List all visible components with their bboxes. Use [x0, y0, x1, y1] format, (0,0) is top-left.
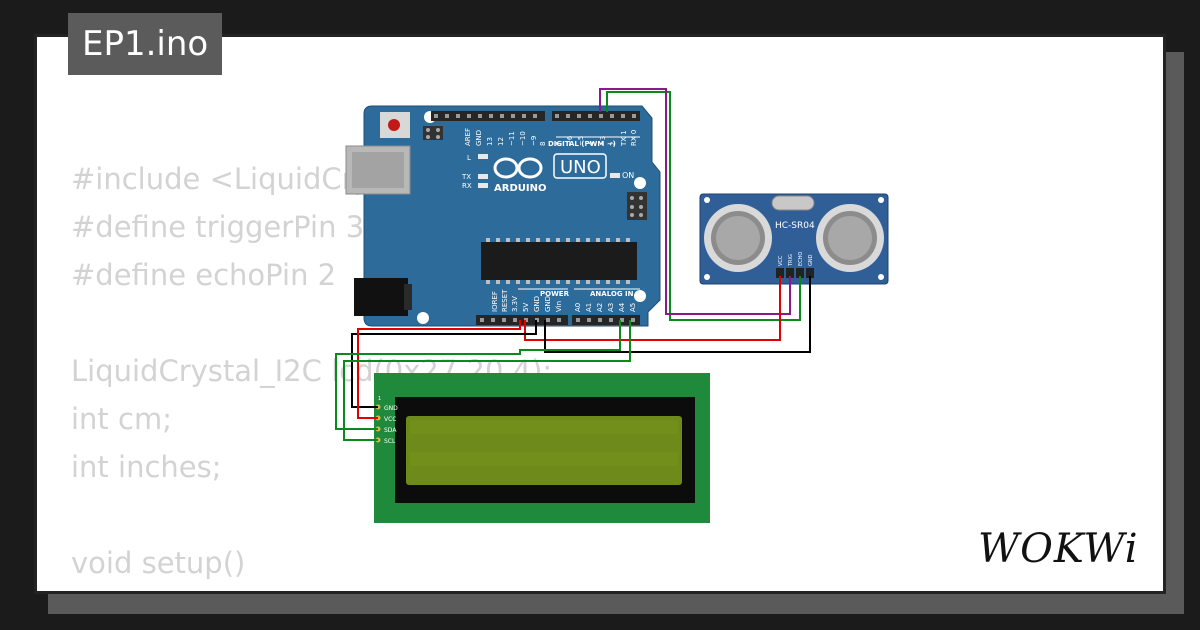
pin-label: ~6: [566, 135, 574, 146]
wire-trig[interactable]: [599, 88, 791, 315]
sensor-name: HC-SR04: [775, 221, 815, 231]
code-line: #define echoPin 2: [71, 258, 337, 292]
wokwi-logo: WOKWi: [978, 526, 1139, 572]
arduino-uno-board[interactable]: AREF GND 13 12 ~11 ~10 ~9 8 7 ~6 ~5 4 ~3…: [345, 105, 661, 327]
wire-lcd-sda[interactable]: [335, 320, 621, 430]
pin-label: ~3: [599, 136, 607, 146]
project-title: EP1.ino: [68, 13, 223, 75]
sensor-pin-label: VCC: [778, 255, 784, 266]
arduino-brand-label: ARDUINO: [494, 183, 546, 194]
pin-label: GND: [475, 130, 483, 146]
pin-label: TX 1: [620, 130, 628, 147]
pin-label: 2: [609, 142, 617, 146]
sensor-pin-label: GND: [808, 254, 814, 266]
pin-label: 4: [588, 141, 596, 146]
header-top-left: [431, 111, 545, 121]
microcontroller-chip: [481, 242, 637, 280]
wire-lcd-scl[interactable]: [343, 320, 631, 441]
pin-label: 3.3V: [511, 296, 519, 312]
pin-label: A3: [607, 303, 615, 312]
pin-label: IOREF: [491, 291, 499, 312]
wire-lcd-gnd[interactable]: [351, 320, 537, 408]
led-label: TX: [461, 173, 471, 181]
lcd-screen: [406, 416, 682, 485]
pin-label: A5: [629, 303, 637, 312]
wire-lcd-vcc[interactable]: [357, 320, 521, 419]
lcd-pin-label: SDA: [384, 427, 397, 434]
icsp-header: [423, 126, 647, 220]
status-leds: L TX RX ON: [461, 154, 634, 190]
code-line: int inches;: [71, 450, 222, 484]
lcd-pin-label: GND: [384, 405, 398, 412]
code-line: int cm;: [71, 402, 172, 436]
header-top-right: [552, 111, 640, 121]
pin-label: 5V: [522, 303, 530, 312]
led-label: RX: [462, 182, 472, 190]
power-jack: [354, 278, 408, 316]
pin-label: 13: [486, 137, 494, 146]
wire-sensor-gnd[interactable]: [544, 276, 811, 353]
power-label: POWER: [540, 290, 570, 298]
crystal: [771, 195, 815, 211]
pin-label: 7: [555, 142, 563, 146]
pin-label: ~5: [577, 136, 585, 146]
pin-label: A1: [585, 303, 593, 312]
pin-label: ~9: [530, 136, 538, 146]
pin-label: Vin: [555, 301, 563, 312]
pin-label: GND: [544, 296, 552, 312]
lcd-pin-label: VCC: [384, 416, 396, 423]
wire-echo[interactable]: [606, 91, 801, 321]
lcd-pin-index: 1: [378, 396, 381, 402]
pin-label: A0: [574, 303, 582, 312]
wire-sensor-vcc[interactable]: [524, 276, 781, 341]
analog-label: ANALOG IN: [590, 290, 634, 298]
arduino-model-label: UNO: [560, 157, 601, 178]
code-line: #define triggerPin 3: [71, 210, 365, 244]
pin-label: A2: [596, 303, 604, 312]
pin-label: RESET: [501, 289, 509, 312]
wires: [335, 88, 811, 441]
digital-label: DIGITAL (PWM ~): [548, 140, 616, 148]
pin-label: RX 0: [630, 130, 638, 146]
code-line: void setup(): [71, 546, 246, 580]
pin-label: AREF: [464, 128, 472, 146]
mount-hole: [634, 177, 646, 189]
pin-label: 12: [497, 137, 505, 146]
header-analog: [572, 315, 640, 325]
pin-label: 8: [539, 142, 547, 146]
led-label: L: [467, 154, 471, 162]
lcd-display[interactable]: 1 GND VCC SDA SCL: [374, 373, 710, 523]
lcd-pin-label: SCL: [384, 438, 396, 445]
mount-hole: [634, 290, 646, 302]
header-power: [476, 315, 568, 325]
sensor-pin-label: ECHO: [798, 252, 804, 266]
arduino-infinity-icon: [493, 157, 543, 179]
hc-sr04-sensor[interactable]: HC-SR04 VCC TRIG ECHO GND: [699, 193, 889, 285]
pin-label: ~10: [519, 131, 527, 146]
pin-label: GND: [533, 296, 541, 312]
pin-label: ~11: [508, 131, 516, 146]
on-label: ON: [622, 171, 634, 180]
sensor-pin-label: TRIG: [788, 254, 794, 267]
pin-label: A4: [618, 302, 626, 312]
mount-hole: [417, 312, 429, 324]
